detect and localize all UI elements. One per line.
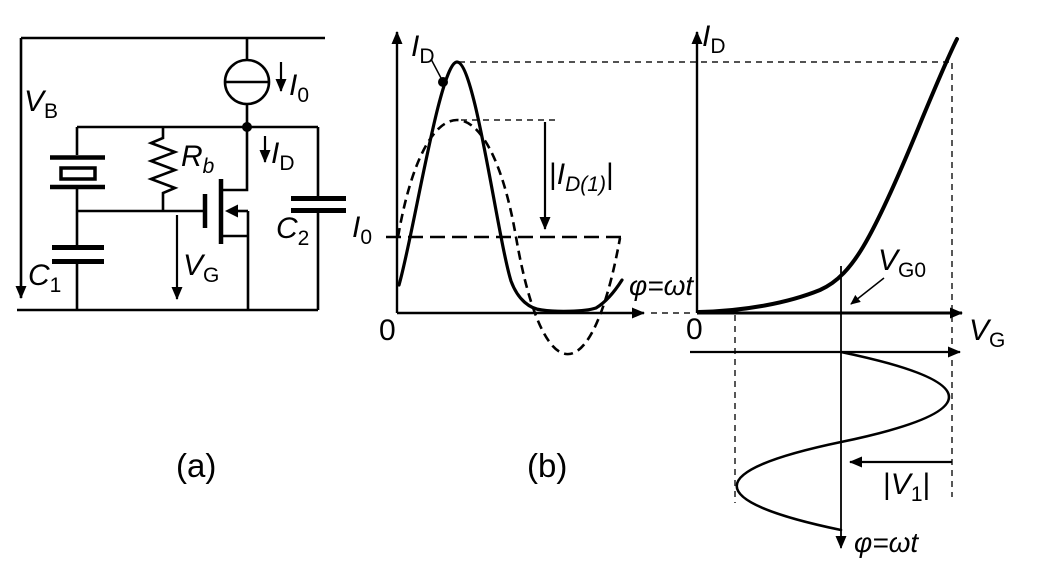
bias-point-label: VG0 [878, 244, 926, 282]
curve-marker-dot [438, 77, 448, 87]
drain-current-label: ID [271, 137, 295, 175]
bias-resistor-zigzag [147, 127, 179, 211]
bias-level-label: I0 [352, 211, 372, 249]
drive-amplitude-label: |V1| [883, 468, 930, 506]
cap1-label: C1 [28, 259, 61, 297]
right-graph-y-label: ID [702, 20, 726, 58]
label-leader-line [430, 58, 442, 79]
gate-voltage-label: VG [183, 249, 219, 287]
left-graph-y-label: ID [411, 30, 435, 68]
bias-resistor-label: Rb [181, 140, 215, 178]
bulk-arrow-head [225, 204, 238, 218]
transfer-curve [697, 37, 959, 314]
cap2-label: C2 [276, 212, 309, 250]
time-axis-label: φ=ωt [854, 527, 919, 558]
transfer-characteristic-graph: ID 0 VG0 VG |V1| φ=ωt [686, 20, 1005, 558]
crystal-body [59, 166, 97, 181]
bias-point-pointer-arrow [850, 277, 885, 305]
mosfet-drain-lead [223, 128, 249, 192]
gate-voltage-sine-curve [735, 350, 951, 532]
bias-current-label: I0 [289, 69, 309, 107]
supply-voltage-label: VB [24, 85, 58, 123]
circuit-schematic: VB I0 Rb ID C2 C1 VG (a) [15, 36, 346, 484]
drain-current-waveform-graph: ID I0 0 |ID(1)| φ=ωt (b) [352, 30, 952, 484]
drain-current-curve [397, 60, 624, 313]
panel-a-caption: (a) [176, 447, 216, 484]
fundamental-amplitude-label: |ID(1)| [549, 158, 614, 196]
node-dot [242, 122, 252, 132]
left-graph-origin-label: 0 [379, 314, 396, 347]
right-graph-x-label: VG [969, 314, 1005, 352]
left-graph-x-label: φ=ωt [629, 270, 694, 301]
right-graph-origin-label: 0 [686, 313, 703, 346]
panel-b-caption: (b) [527, 447, 567, 484]
